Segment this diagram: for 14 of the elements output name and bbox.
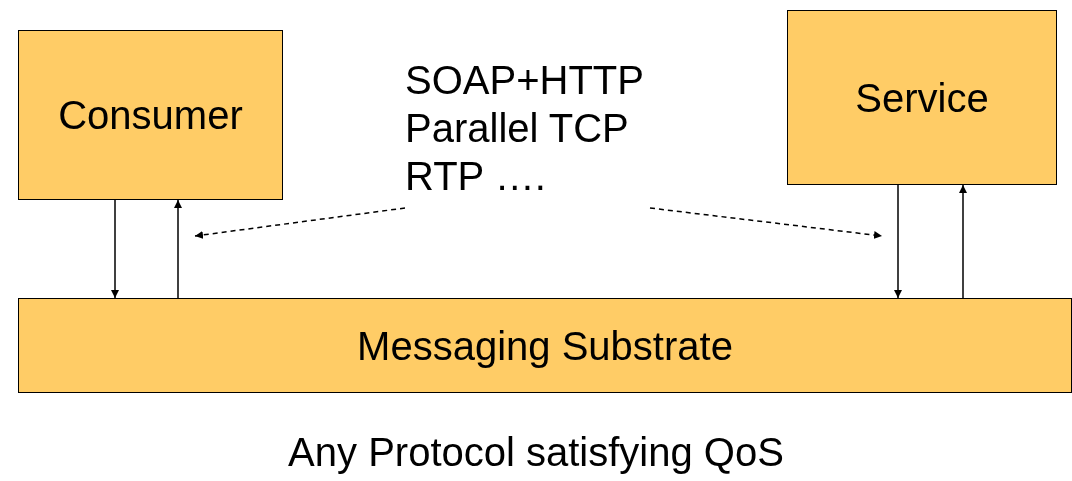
dashed-arrow [194,207,406,239]
arrow [894,184,902,299]
protocol-list: SOAP+HTTP Parallel TCP RTP …. [405,56,650,200]
node-label: Consumer [58,92,243,139]
process-box [18,298,1072,393]
process-box [18,30,283,200]
caption: Any Protocol satisfying QoS [287,430,785,475]
dashed-arrow [649,207,883,239]
node-label: Messaging Substrate [357,322,733,370]
arrow [174,199,182,299]
process-box [787,10,1057,185]
node-label: Service [855,74,989,122]
arrow [111,199,119,299]
arrow [959,184,967,299]
